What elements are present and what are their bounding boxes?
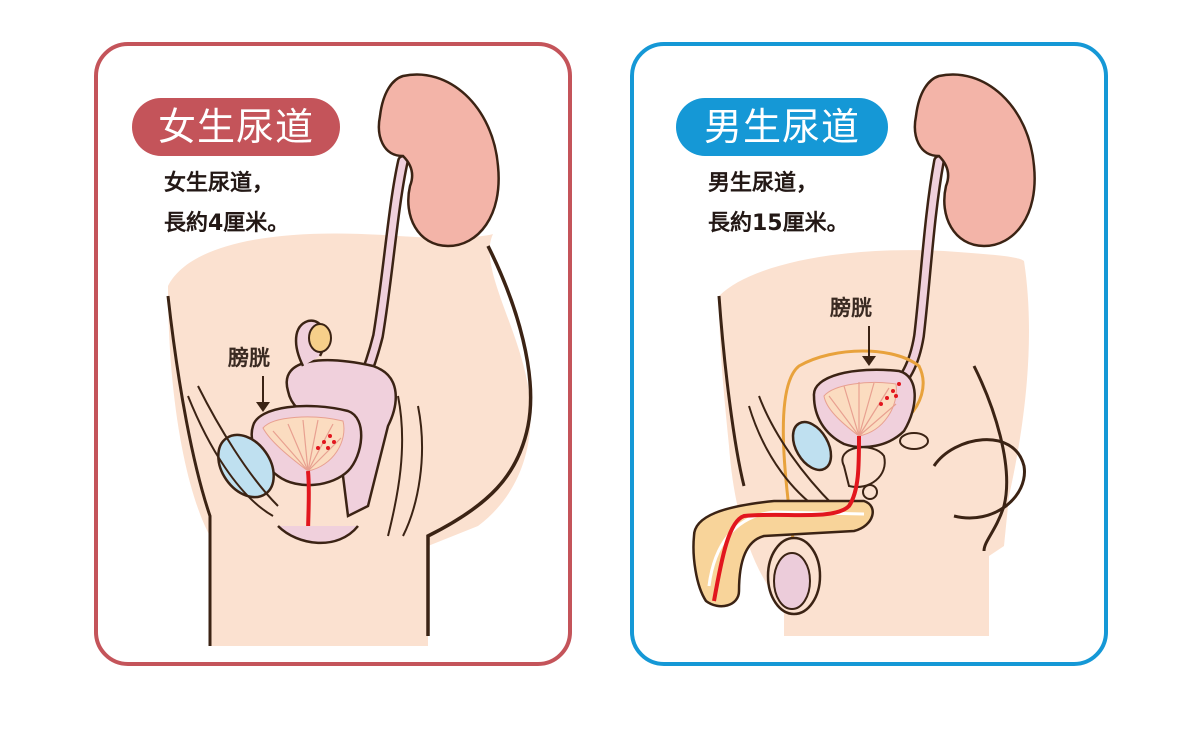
male-desc-line1: 男生尿道， (708, 171, 819, 196)
female-desc-line1: 女生尿道， (164, 171, 275, 196)
male-anatomy-illustration (692, 73, 1036, 636)
prostate (841, 446, 886, 488)
female-anatomy-illustration (166, 73, 533, 646)
bladder-inner (262, 416, 345, 472)
ovary (308, 323, 332, 353)
female-title-badge: 女生尿道 (132, 98, 340, 156)
testis (773, 552, 811, 610)
female-bladder-label: 膀胱 (228, 346, 270, 370)
kidney (913, 73, 1036, 248)
bladder-inner (823, 382, 897, 437)
urethra (712, 435, 861, 602)
female-description: 女生尿道， 長約4厘米。 (164, 164, 289, 244)
female-desc-line2: 長約4厘米。 (164, 211, 290, 236)
male-description: 男生尿道， 長約15厘米。 (708, 164, 849, 244)
male-desc-line2: 長約15厘米。 (708, 211, 849, 236)
male-bladder-label: 膀胱 (830, 296, 872, 320)
male-urethra-panel: 男生尿道 男生尿道， 長約15厘米。 膀胱 (630, 42, 1108, 666)
pubic-bone (791, 420, 833, 472)
vas-deferens (781, 349, 925, 547)
male-title-badge: 男生尿道 (676, 98, 888, 156)
kidney (377, 73, 500, 248)
female-urethra-panel: 女生尿道 女生尿道， 長約4厘米。 膀胱 (94, 42, 572, 666)
